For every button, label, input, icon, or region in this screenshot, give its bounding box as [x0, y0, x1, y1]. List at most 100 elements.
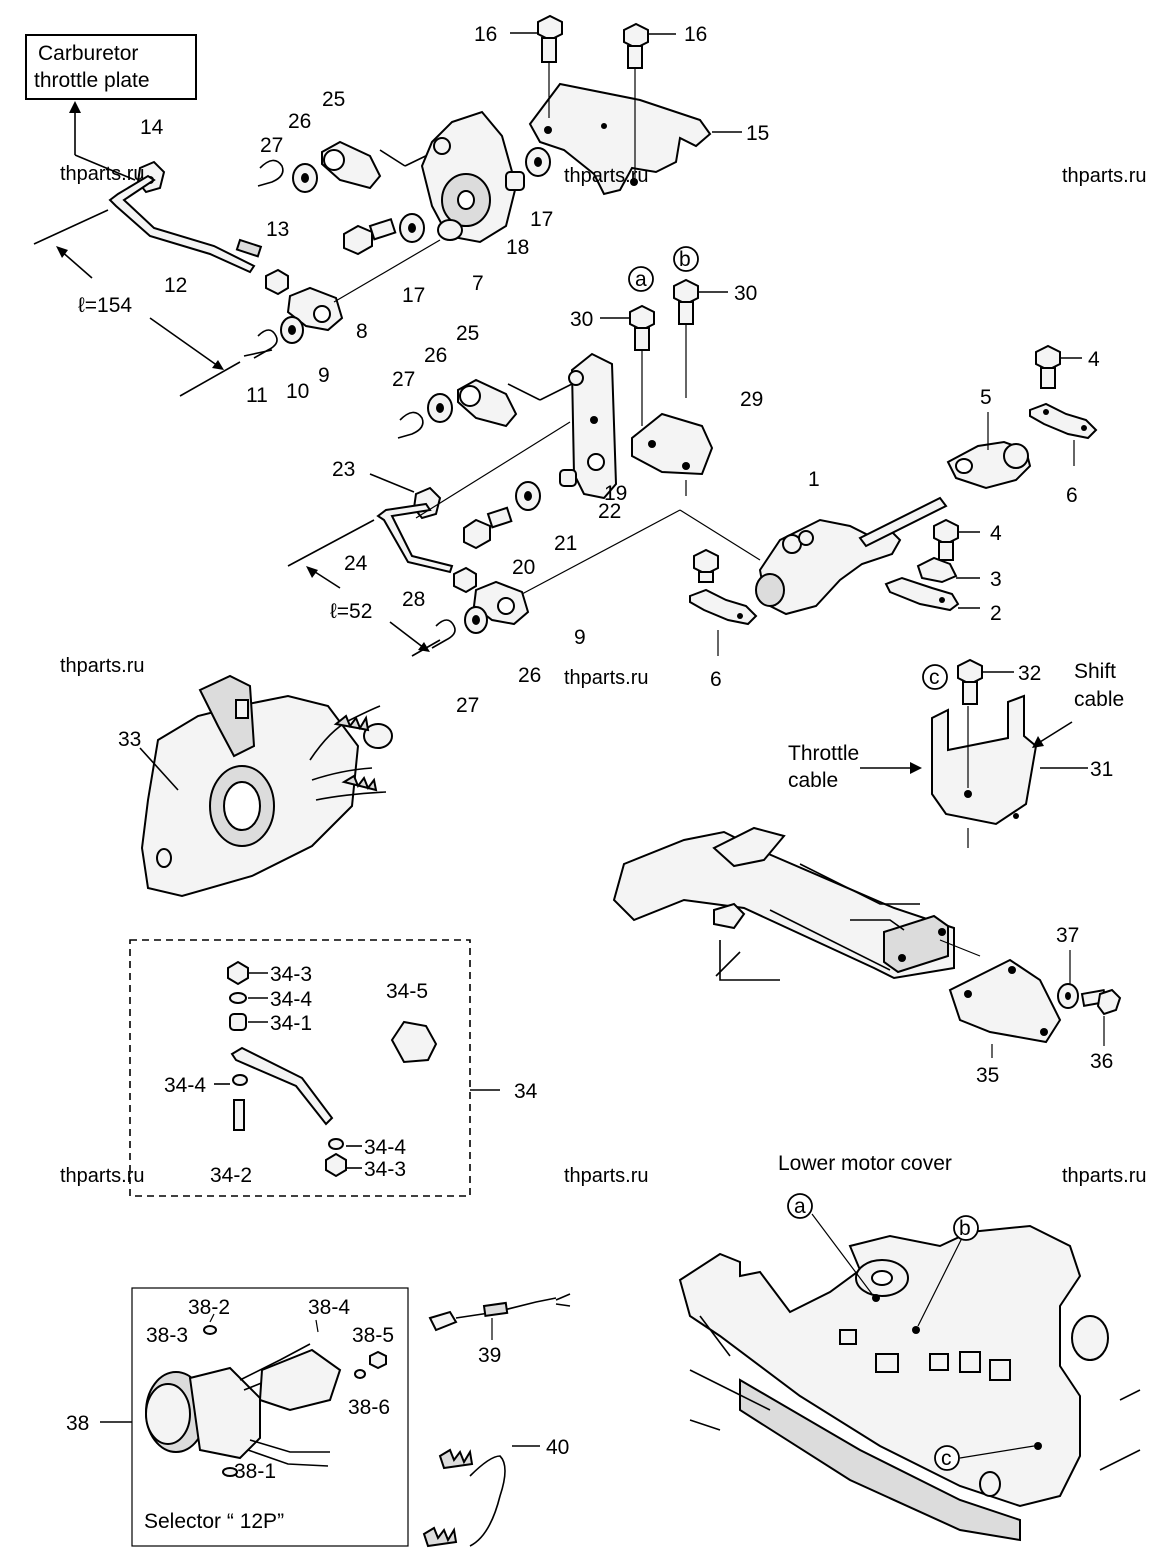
- part-26-washer-mid: [427, 393, 453, 423]
- part-38-selector-box: Selector “ 12P”: [100, 1287, 409, 1547]
- circle-marker-b-top: b: [673, 246, 699, 272]
- callout-34-4-left: 34-4: [164, 1074, 206, 1097]
- callout-27-lower: 27: [456, 694, 479, 717]
- selector-label: Selector “ 12P”: [144, 1510, 284, 1533]
- carburetor-label: Carburetor: [38, 42, 138, 65]
- callout-39: 39: [478, 1344, 501, 1367]
- shift-cable-arrow: Shift cable: [1032, 660, 1124, 748]
- callout-4-lower: 4: [990, 522, 1002, 545]
- watermark-6: thparts.ru: [60, 1165, 144, 1187]
- callout-30-b: 30: [734, 282, 757, 305]
- part-4-bolt-upper: [1035, 344, 1082, 389]
- callout-18: 18: [506, 236, 529, 259]
- callout-4-upper: 4: [1088, 348, 1100, 371]
- callout-17-right: 17: [530, 208, 553, 231]
- svg-text:b: b: [679, 248, 691, 271]
- part-12-throttle-rod: [108, 174, 263, 274]
- callout-9-lower: 9: [574, 626, 586, 649]
- part-33-remote-control: [139, 674, 393, 898]
- callout-38-2: 38-2: [188, 1296, 230, 1319]
- part-1-shift-shaft: [755, 496, 948, 616]
- callout-17-mid: 17: [402, 284, 425, 307]
- part-26-washer-upper: [292, 163, 318, 193]
- throttle-cable-label-line2: cable: [788, 769, 838, 792]
- part-39-harness: [428, 1293, 571, 1340]
- callout-34-3-bottom: 34-3: [364, 1158, 406, 1181]
- callout-23: 23: [332, 458, 355, 481]
- part-36-bolt: [1080, 988, 1122, 1046]
- callout-22: 22: [598, 500, 621, 523]
- callout-1: 1: [808, 468, 820, 491]
- callout-8: 8: [356, 320, 368, 343]
- callout-30-a: 30: [570, 308, 593, 331]
- callout-26-upper: 26: [288, 110, 311, 133]
- callout-16-right: 16: [684, 23, 707, 46]
- callout-38-1: 38-1: [234, 1460, 276, 1483]
- watermark-3: thparts.ru: [1062, 165, 1146, 187]
- throttle-cable-label-line1: Throttle: [788, 742, 859, 765]
- part-18-pin: [505, 171, 525, 191]
- callout-34-1: 34-1: [270, 1012, 312, 1035]
- part-4-bolt-lower: [933, 518, 980, 561]
- length-52-dimension: ℓ=52: [287, 519, 441, 657]
- part-26-washer-lower: [464, 606, 488, 634]
- carburetor-label-box: Carburetor throttle plate: [25, 34, 197, 181]
- callout-13: 13: [266, 218, 289, 241]
- callout-7: 7: [472, 272, 484, 295]
- part-31-cable-bracket: [931, 694, 1088, 848]
- callout-15: 15: [746, 122, 769, 145]
- part-30-bolt-b: [673, 278, 728, 398]
- callout-11: 11: [246, 384, 268, 407]
- callout-34-4-bottom: 34-4: [364, 1136, 406, 1159]
- callout-36: 36: [1090, 1050, 1113, 1073]
- callout-32: 32: [1018, 662, 1041, 685]
- watermark-1: thparts.ru: [60, 163, 144, 185]
- callout-20: 20: [512, 556, 535, 579]
- part-28-nut: [453, 566, 477, 594]
- callout-16-left: 16: [474, 23, 497, 46]
- callout-21: 21: [554, 532, 577, 555]
- svg-text:a: a: [794, 1195, 806, 1218]
- callout-34-5: 34-5: [386, 980, 428, 1003]
- part-10-washer: [280, 316, 304, 344]
- callout-9-upper: 9: [318, 364, 330, 387]
- part-9-joint-lower: [472, 509, 761, 626]
- watermark-8: thparts.ru: [1062, 1165, 1146, 1187]
- callout-labels: 1 2 3 4 4 5 6 6 7 8 9 9 10 11 12 13 14 1…: [66, 23, 1113, 1483]
- part-3-clamp: [916, 556, 980, 584]
- part-25-ball-joint-upper: [321, 140, 439, 190]
- watermark-7: thparts.ru: [564, 1165, 648, 1187]
- part-2-clamp: [884, 576, 980, 612]
- length-154-label: ℓ=154: [78, 294, 132, 317]
- part-19-shift-lever: [568, 352, 618, 500]
- callout-25-upper: 25: [322, 88, 345, 111]
- svg-text:c: c: [941, 1447, 952, 1470]
- part-8-bolt: [343, 217, 397, 256]
- part-17-washer-mid: [399, 213, 425, 243]
- part-32-bolt: [957, 658, 1014, 705]
- callout-19: 19: [604, 482, 627, 505]
- part-34-kit-box: [129, 939, 500, 1197]
- watermark-4: thparts.ru: [60, 655, 144, 677]
- throttle-cable-arrow: Throttle cable: [788, 742, 922, 792]
- callout-31: 31: [1090, 758, 1113, 781]
- part-13-nut: [265, 268, 289, 296]
- watermark-2: thparts.ru: [564, 165, 648, 187]
- circle-marker-b-cover: b: [953, 1215, 979, 1241]
- part-21-washer: [515, 481, 541, 511]
- lower-motor-cover: Lower motor cover: [678, 1152, 1141, 1542]
- callout-28: 28: [402, 588, 425, 611]
- callout-34-4-top: 34-4: [270, 988, 312, 1011]
- part-16-bolt-left: [510, 14, 563, 118]
- callout-40: 40: [546, 1436, 569, 1459]
- shift-cable-label-line1: Shift: [1074, 660, 1116, 683]
- callout-27-mid: 27: [392, 368, 415, 391]
- part-6-clamp-upper: [1029, 402, 1098, 466]
- part-11-clip: [243, 329, 278, 359]
- callout-35: 35: [976, 1064, 999, 1087]
- part-16-bolt-right: [623, 22, 676, 180]
- engine-frame-assembly: [612, 826, 981, 981]
- callout-14: 14: [140, 116, 164, 139]
- part-27-spring-lower: [431, 619, 456, 649]
